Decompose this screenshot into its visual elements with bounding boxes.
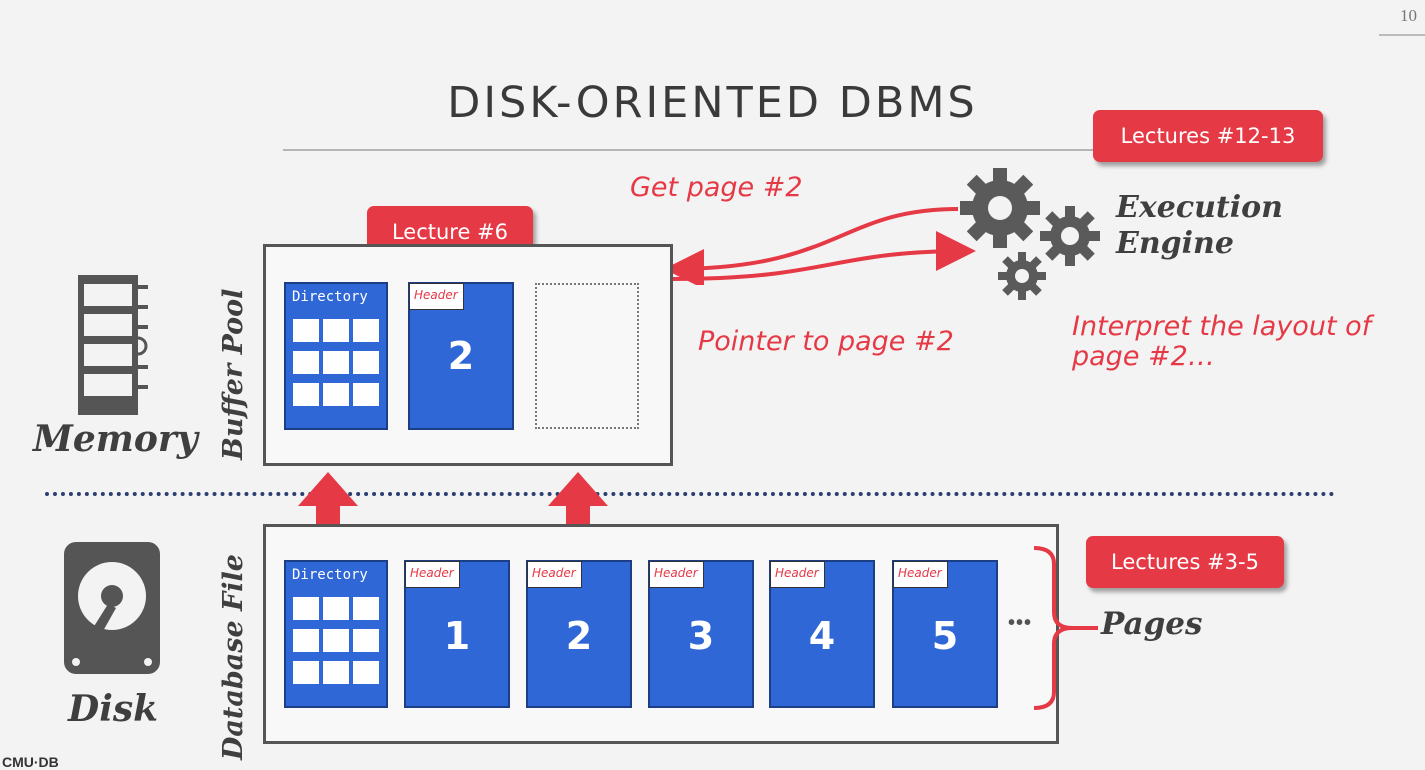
- memory-label: Memory: [33, 418, 198, 460]
- directory-slot: [323, 383, 349, 406]
- directory-slot: [293, 661, 319, 684]
- disk-page-2: Header 2: [526, 560, 632, 708]
- pointer-arrow: [671, 231, 976, 281]
- tag-execution-lectures: Lectures #12-13: [1093, 110, 1323, 162]
- page-header: Header: [405, 561, 460, 588]
- directory-slot: [323, 661, 349, 684]
- execution-engine-label: Execution Engine: [1116, 190, 1283, 262]
- page-number: 1: [443, 614, 471, 658]
- execution-engine-line-2: Engine: [1116, 226, 1234, 261]
- footer-logo: CMU·DB: [2, 754, 59, 770]
- pointer-annotation: Pointer to page #2: [698, 326, 954, 357]
- directory-slot: [353, 661, 379, 684]
- ram-chip-icon: [78, 275, 148, 415]
- directory-slot: [323, 351, 349, 374]
- get-page-arrow: [664, 207, 959, 285]
- directory-slot: [293, 351, 319, 374]
- directory-slot: [353, 629, 379, 652]
- disk-page-1: Header 1: [404, 560, 510, 708]
- directory-slot: [353, 351, 379, 374]
- page-header: Header: [649, 561, 704, 588]
- directory-slot: [293, 597, 319, 620]
- disk-directory-page: Directory: [284, 560, 388, 708]
- directory-slot: [353, 597, 379, 620]
- disk-page-4: Header 4: [769, 560, 875, 708]
- disk-page-5: Header 5: [892, 560, 998, 708]
- page-number: 5: [931, 614, 959, 658]
- page-number: 4: [808, 614, 836, 658]
- hard-disk-icon: [64, 542, 160, 674]
- gears-icon: [960, 168, 1100, 300]
- buffer-page-2: Header 2: [408, 282, 514, 430]
- more-pages-ellipsis: •••: [1008, 612, 1033, 634]
- database-file-label: Database File: [218, 554, 249, 760]
- request-arrows: [664, 207, 976, 285]
- tag-pages-lectures: Lectures #3-5: [1086, 536, 1284, 588]
- buffer-pool-label: Buffer Pool: [218, 288, 249, 460]
- directory-label: Directory: [292, 289, 368, 305]
- get-page-annotation: Get page #2: [630, 172, 803, 203]
- slide-title: DISK-ORIENTED DBMS: [447, 78, 978, 128]
- slide-number-rule: [1379, 34, 1425, 36]
- execution-engine-line-1: Execution: [1116, 190, 1283, 225]
- memory-disk-divider: [45, 492, 1335, 496]
- title-divider: [283, 149, 1101, 151]
- directory-slot: [353, 319, 379, 342]
- up-arrow-page-2: [548, 472, 608, 548]
- directory-slot: [293, 383, 319, 406]
- directory-slot: [293, 319, 319, 342]
- directory-slot: [323, 319, 349, 342]
- interpret-line-1: Interpret the layout of: [1072, 311, 1372, 342]
- interpret-line-2: page #2…: [1072, 341, 1215, 372]
- page-header: Header: [527, 561, 582, 588]
- directory-slot: [323, 629, 349, 652]
- pages-label: Pages: [1101, 606, 1203, 642]
- disk-label: Disk: [68, 688, 159, 730]
- page-header: Header: [409, 283, 464, 310]
- page-number: 3: [687, 614, 715, 658]
- empty-frame: [535, 283, 639, 429]
- up-arrow-directory: [298, 472, 358, 548]
- interpret-annotation: Interpret the layout of page #2…: [1072, 312, 1371, 372]
- directory-label: Directory: [292, 567, 368, 583]
- page-number: 2: [447, 334, 475, 378]
- directory-slot: [323, 597, 349, 620]
- page-header: Header: [770, 561, 825, 588]
- slide-number: 10: [1400, 6, 1417, 25]
- pages-brace: [1033, 546, 1098, 710]
- page-number: 2: [565, 614, 593, 658]
- directory-slot: [293, 629, 319, 652]
- disk-page-3: Header 3: [648, 560, 754, 708]
- buffer-directory-page: Directory: [284, 282, 388, 430]
- page-header: Header: [893, 561, 948, 588]
- directory-slot: [353, 383, 379, 406]
